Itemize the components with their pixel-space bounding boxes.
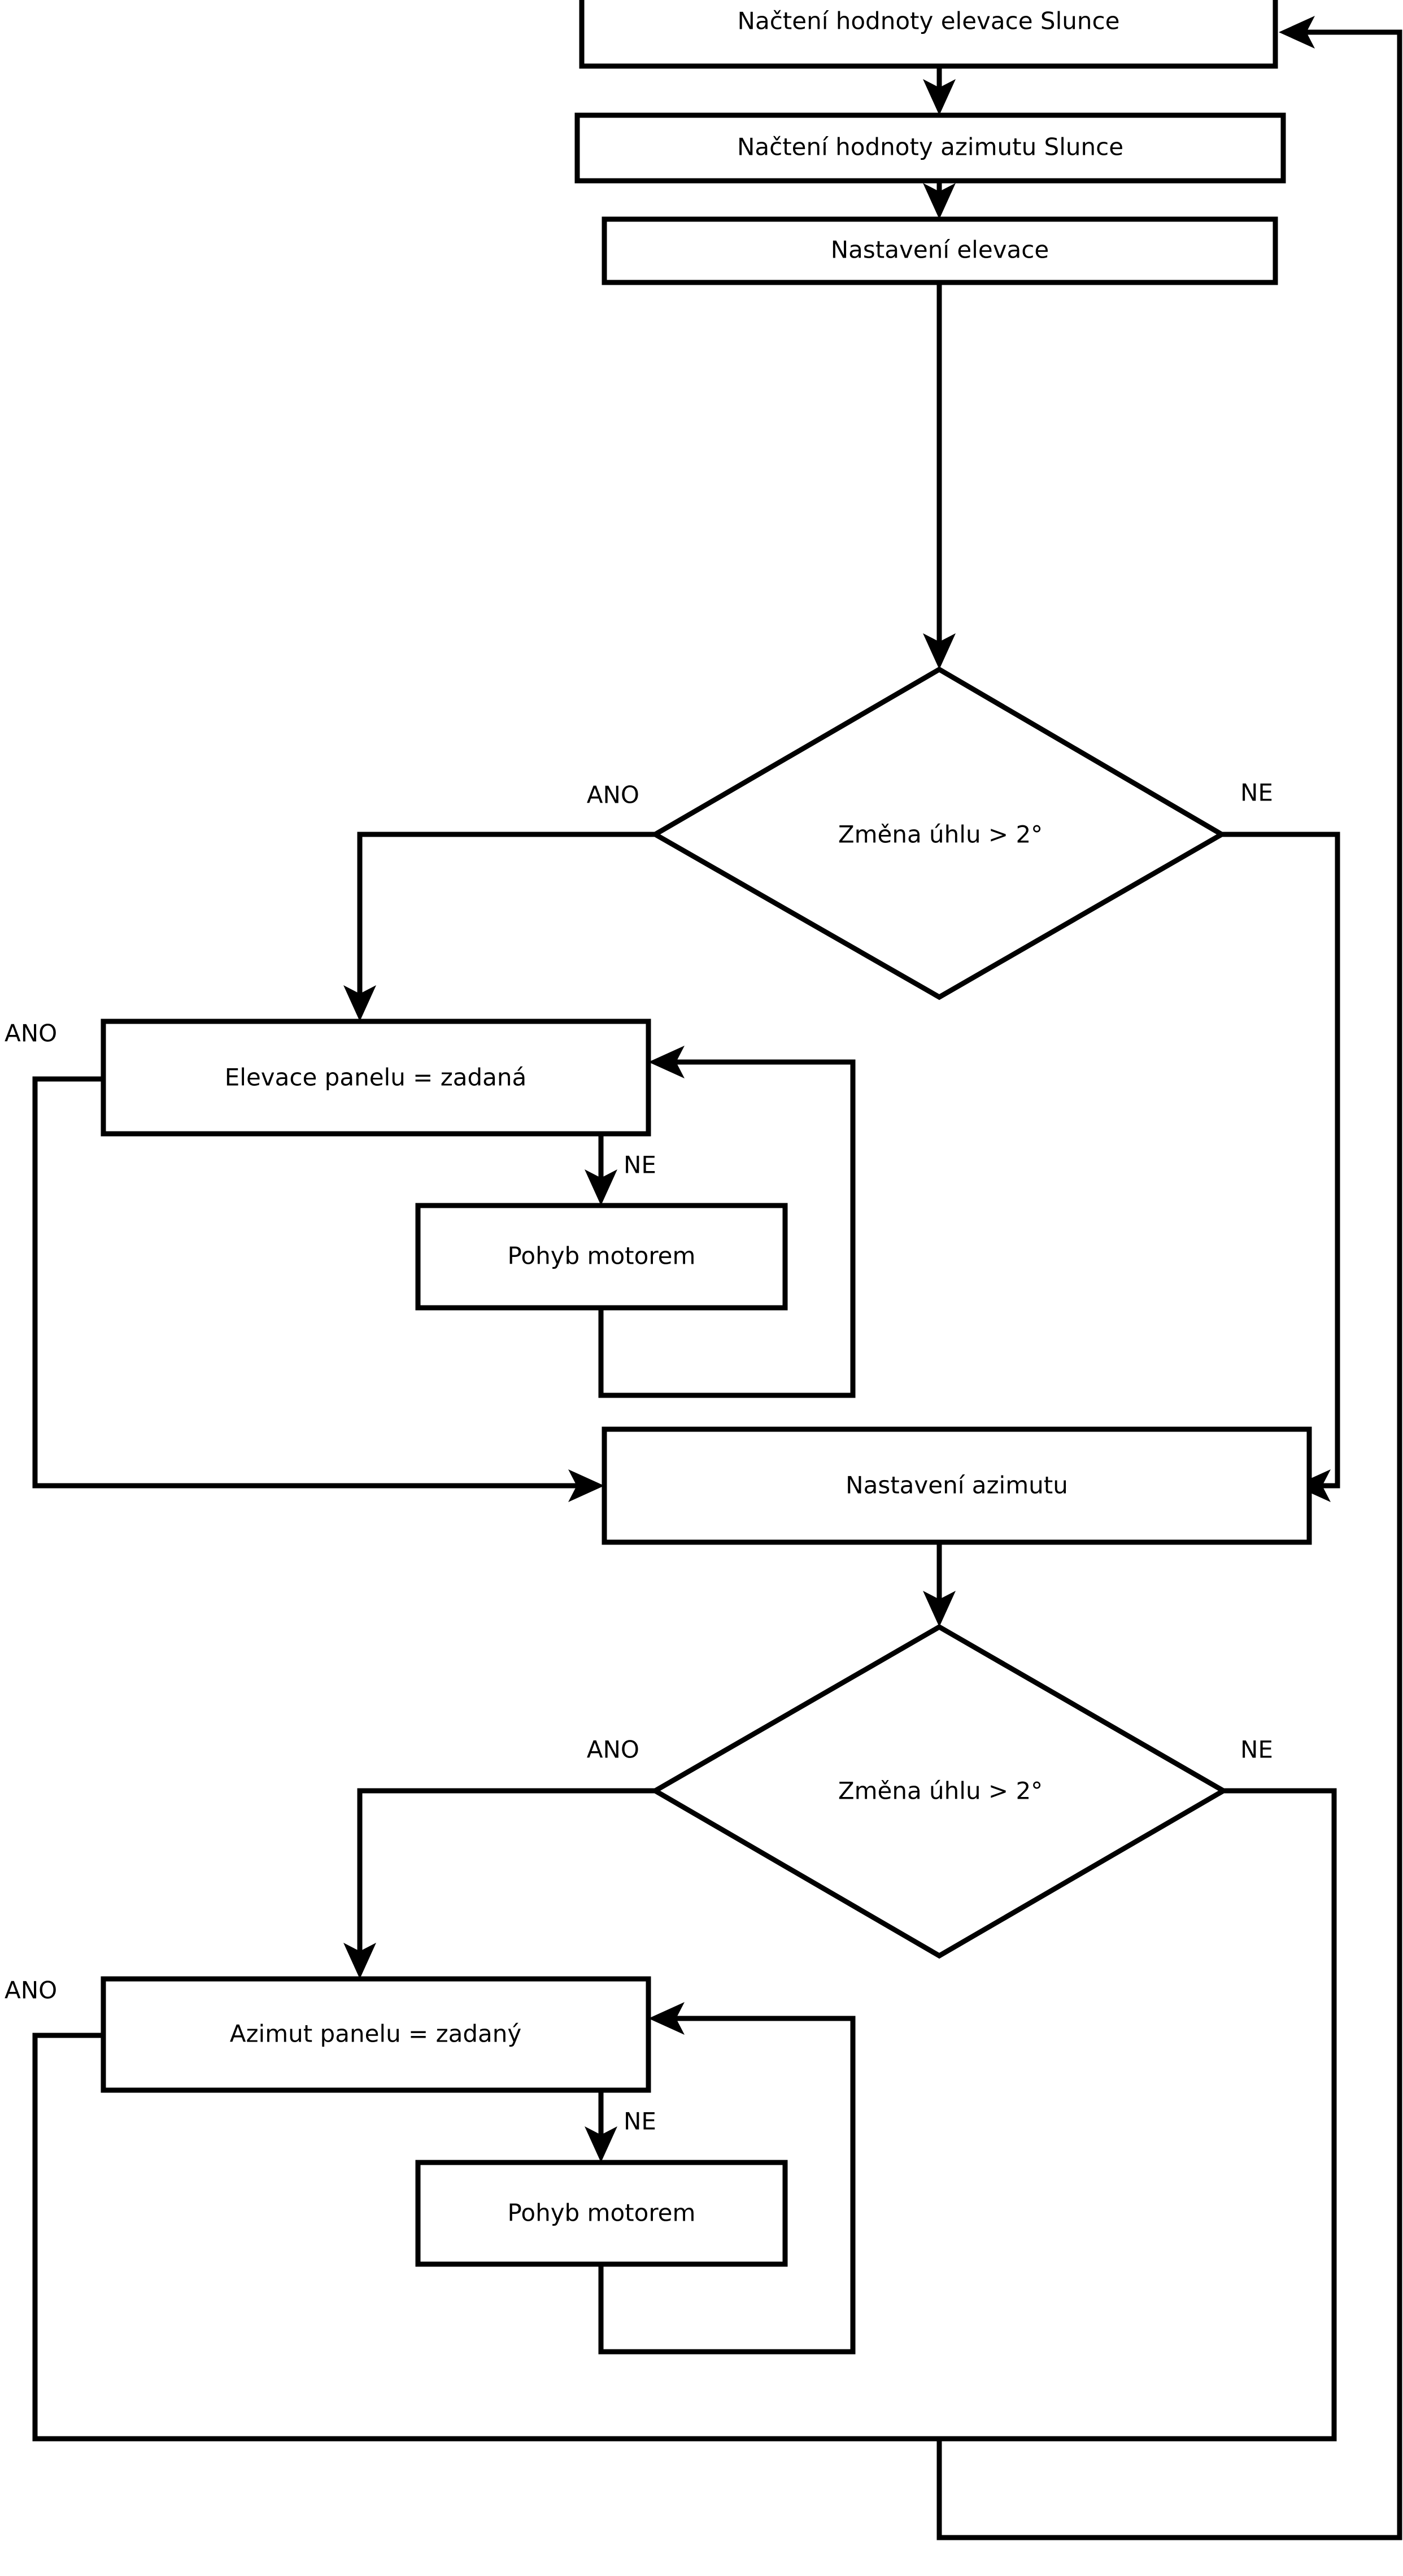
edge-read-azimuth-to-set-elevation	[923, 181, 956, 219]
edge-line	[598, 1059, 856, 1398]
edge-motor-move-to-panel-azimuth-loop	[598, 2002, 856, 2355]
node-set-elevation[interactable]: Nastavení elevace	[602, 216, 1278, 285]
arrowhead-icon	[343, 1943, 376, 1979]
edge-panel-elevation-yes-to-set-azimuth: ANO	[5, 1020, 604, 1502]
edge-label-decide-azimuth-no: NE	[1240, 1736, 1273, 1764]
node-shape-rect	[415, 1203, 788, 1311]
node-shape-rect	[602, 216, 1278, 285]
edge-decide-azimuth-no-to-read-elevation: NE	[936, 16, 1402, 2540]
node-label-read-elevation: Načtení hodnoty elevace Slunce	[738, 7, 1120, 35]
edge-label-panel-azimuth-yes: ANO	[5, 1977, 57, 2004]
arrowhead-icon	[1295, 1469, 1331, 1502]
arrowhead-icon	[1279, 16, 1315, 49]
arrowhead-icon	[923, 79, 956, 115]
edge-line	[357, 1788, 655, 1964]
arrowhead-icon	[648, 1046, 685, 1078]
edge-decide-elevation-no-to-set-azimuth: NE	[1222, 779, 1340, 1502]
node-panel-elevation-equals[interactable]: Elevace panelu = zadaná	[101, 1019, 651, 1137]
edge-line	[936, 29, 1402, 2540]
arrowhead-icon	[585, 2126, 617, 2162]
node-read-azimuth[interactable]: Načtení hodnoty azimutu Slunce	[574, 112, 1286, 184]
edge-set-azimuth-to-decide-azimuth	[923, 1542, 956, 1627]
arrowhead-icon	[343, 985, 376, 1021]
node-shape-rect	[602, 1426, 1312, 1545]
edge-line	[357, 832, 655, 1007]
edge-panel-azimuth-yes-to-return-rail: ANO	[5, 1977, 1334, 2442]
edge-label-decide-azimuth-yes: ANO	[587, 1736, 639, 1764]
node-panel-azimuth-equals[interactable]: Azimut panelu = zadaný	[101, 1976, 651, 2093]
node-motor-move-elevation[interactable]: Pohyb motorem	[415, 1203, 788, 1311]
node-motor-move-azimuth[interactable]: Pohyb motorem	[415, 2160, 788, 2267]
edge-line	[598, 2016, 856, 2355]
edge-label-panel-elevation-yes: ANO	[5, 1020, 57, 1047]
node-decide-elevation[interactable]: Změna úhlu > 2°	[650, 666, 1227, 1000]
edge-label-panel-azimuth-no: NE	[624, 2108, 656, 2135]
node-shape-rect	[415, 2160, 788, 2267]
edge-panel-elevation-no-to-motor-move: NE	[585, 1134, 656, 1206]
node-read-elevation[interactable]: Načtení hodnoty elevace Slunce	[579, 0, 1278, 69]
node-label-set-elevation: Nastavení elevace	[831, 236, 1049, 264]
edge-decide-elevation-yes-to-panel-elevation: ANO	[343, 781, 655, 1021]
arrowhead-icon	[923, 633, 956, 669]
arrowhead-icon	[568, 1469, 604, 1502]
edge-label-decide-elevation-no: NE	[1240, 779, 1273, 807]
arrowhead-icon	[923, 183, 956, 219]
edge-panel-azimuth-no-to-motor-move: NE	[585, 2090, 656, 2162]
edge-line	[32, 2033, 1334, 2442]
node-label-panel-elevation-equals: Elevace panelu = zadaná	[225, 1064, 527, 1091]
edge-line	[1222, 832, 1340, 1489]
node-decide-azimuth[interactable]: Změna úhlu > 2°	[650, 1624, 1228, 1959]
node-set-azimuth[interactable]: Nastavení azimutu	[602, 1426, 1312, 1545]
node-shape-rect	[574, 112, 1286, 184]
node-label-decide-elevation: Změna úhlu > 2°	[838, 821, 1043, 848]
edge-read-elevation-to-read-azimuth	[923, 66, 956, 115]
edge-label-decide-elevation-yes: ANO	[587, 781, 639, 809]
node-shape-rect	[101, 1976, 651, 2093]
arrowhead-icon	[923, 1591, 956, 1627]
node-label-read-azimuth: Načtení hodnoty azimutu Slunce	[737, 133, 1123, 161]
node-label-decide-azimuth: Změna úhlu > 2°	[838, 1777, 1043, 1805]
node-label-motor-move-elevation: Pohyb motorem	[508, 1242, 696, 1270]
edge-motor-move-to-panel-elevation-loop	[598, 1046, 856, 1398]
edge-decide-azimuth-yes-to-panel-azimuth: ANO	[343, 1736, 655, 1979]
node-shape-diamond	[650, 666, 1227, 1000]
node-label-set-azimuth: Nastavení azimutu	[846, 1472, 1068, 1499]
node-label-panel-azimuth-equals: Azimut panelu = zadaný	[230, 2020, 522, 2048]
node-shape-rect	[579, 0, 1278, 69]
arrowhead-icon	[648, 2002, 685, 2035]
node-shape-rect	[101, 1019, 651, 1137]
edge-set-elevation-to-decide-elevation	[923, 282, 956, 669]
edge-label-panel-elevation-no: NE	[624, 1151, 656, 1179]
edge-line	[32, 1076, 590, 1489]
node-label-motor-move-azimuth: Pohyb motorem	[508, 2199, 696, 2227]
node-shape-diamond	[650, 1624, 1228, 1959]
arrowhead-icon	[585, 1169, 617, 1206]
